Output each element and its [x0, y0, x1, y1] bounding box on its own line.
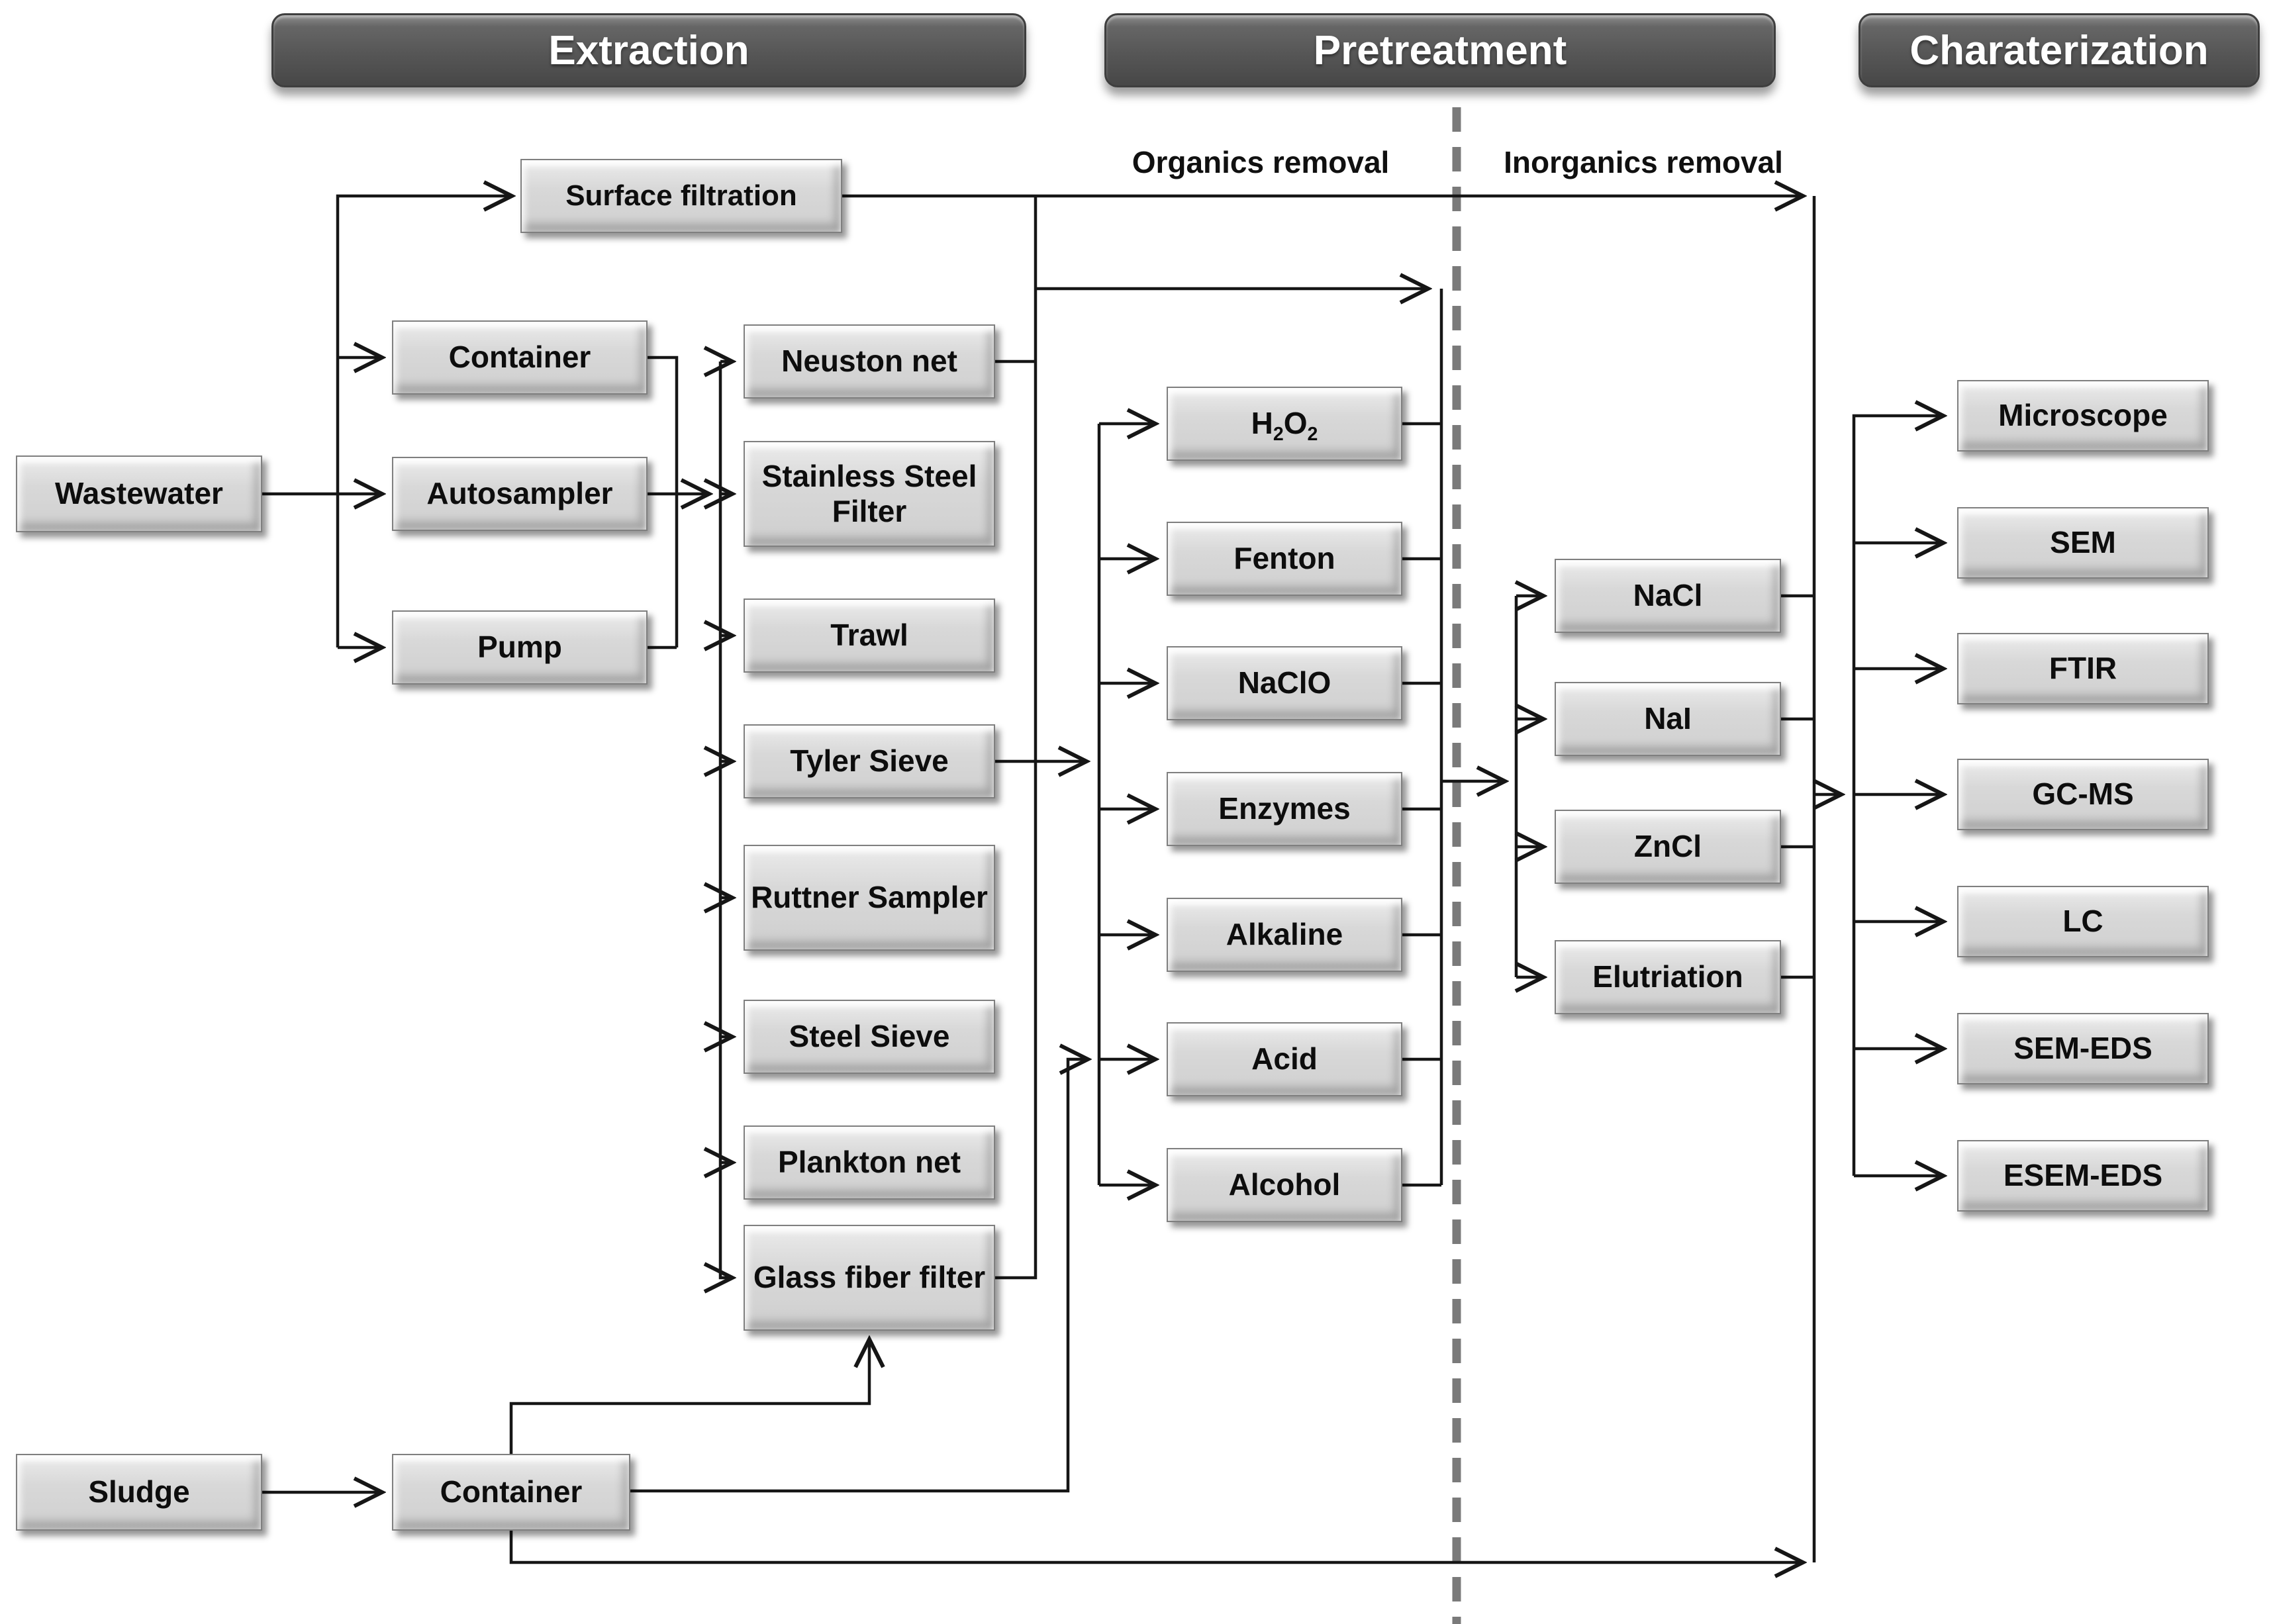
node-elutriation: Elutriation — [1555, 940, 1781, 1014]
node-nacl: NaCl — [1555, 559, 1781, 633]
node-sem: SEM — [1957, 507, 2209, 579]
node-alkaline: Alkaline — [1167, 898, 1402, 972]
node-esem-eds: ESEM-EDS — [1957, 1140, 2209, 1212]
label-inorganics-removal: Inorganics removal — [1504, 145, 1783, 179]
node-tyler-sieve: Tyler Sieve — [744, 724, 995, 798]
node-lc: LC — [1957, 886, 2209, 957]
node-container: Container — [392, 320, 648, 395]
node-neuston-net: Neuston net — [744, 324, 995, 399]
node-enzymes: Enzymes — [1167, 772, 1402, 846]
node-ruttner-sampler: Ruttner Sampler — [744, 845, 995, 951]
node-autosampler: Autosampler — [392, 457, 648, 531]
h2o2-formula: H2O2 — [1251, 406, 1318, 446]
node-plankton-net: Plankton net — [744, 1125, 995, 1200]
node-pump: Pump — [392, 610, 648, 685]
header-characterization: Charaterization — [1859, 13, 2260, 87]
node-naclo: NaClO — [1167, 646, 1402, 720]
node-h2o2: H2O2 — [1167, 387, 1402, 461]
node-trawl: Trawl — [744, 598, 995, 673]
node-nai: NaI — [1555, 682, 1781, 756]
node-acid: Acid — [1167, 1022, 1402, 1096]
edge-extraction-output-bus — [995, 196, 1038, 1280]
node-stainless-steel-filter: Stainless Steel Filter — [744, 441, 995, 547]
edge-wastewater-branch-bus — [336, 196, 511, 647]
node-steel-sieve: Steel Sieve — [744, 1000, 995, 1074]
label-organics-removal: Organics removal — [1132, 145, 1390, 179]
node-sludge-container: Container — [392, 1454, 630, 1531]
header-extraction: Extraction — [271, 13, 1026, 87]
node-wastewater: Wastewater — [16, 455, 262, 532]
node-surface-filtration: Surface filtration — [520, 159, 842, 233]
edge-device-input-bus — [720, 361, 732, 1278]
node-ftir: FTIR — [1957, 633, 2209, 704]
node-gc-ms: GC-MS — [1957, 759, 2209, 830]
node-glass-fiber-filter: Glass fiber filter — [744, 1225, 995, 1331]
node-sem-eds: SEM-EDS — [1957, 1013, 2209, 1084]
node-sludge: Sludge — [16, 1454, 262, 1531]
header-pretreatment: Pretreatment — [1104, 13, 1776, 87]
edge-collection-merge-bus — [648, 356, 679, 647]
edge-container2-to-final-collector — [509, 1531, 1802, 1562]
edge-container2-to-acid-bus — [630, 1059, 1087, 1493]
node-microscope: Microscope — [1957, 380, 2209, 452]
node-alcohol: Alcohol — [1167, 1148, 1402, 1222]
node-fenton: Fenton — [1167, 522, 1402, 596]
edge-container2-to-glassfiber — [509, 1340, 869, 1454]
node-zncl: ZnCl — [1555, 810, 1781, 884]
